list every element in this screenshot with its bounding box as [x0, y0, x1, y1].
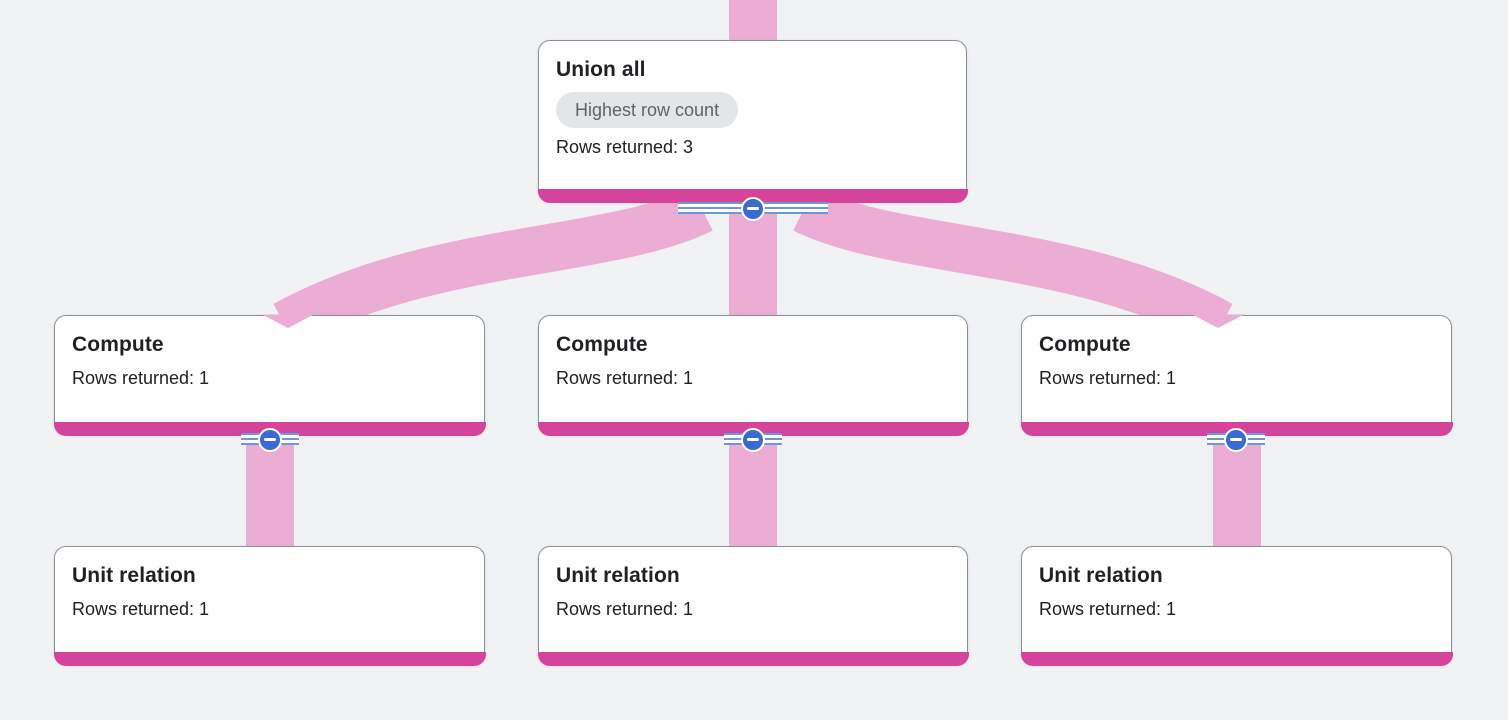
rows-returned-label: Rows returned: 1	[556, 368, 694, 388]
edge-compute2-to-unit2	[729, 438, 777, 550]
node-compute-3[interactable]: Compute Rows returned: 1	[1020, 315, 1453, 436]
edge-top-into-union	[729, 0, 777, 44]
highest-row-count-badge: Highest row count	[556, 92, 739, 128]
rows-returned-label: Rows returned: 1	[556, 599, 694, 619]
node-content: Compute Rows returned: 1	[55, 316, 484, 391]
node-unit-relation-1[interactable]: Unit relation Rows returned: 1	[53, 546, 486, 666]
minus-icon	[746, 207, 759, 210]
node-content: Unit relation Rows returned: 1	[1022, 547, 1451, 622]
node-title: Unit relation	[1039, 564, 1163, 587]
node-compute-1[interactable]: Compute Rows returned: 1	[53, 315, 486, 436]
collapse-button-compute-1[interactable]	[257, 427, 282, 452]
node-title: Compute	[1039, 333, 1131, 356]
edge-union-to-compute1	[273, 187, 713, 347]
edge-union-to-compute2	[729, 204, 777, 320]
minus-icon	[746, 438, 759, 441]
collapse-button-compute-3[interactable]	[1223, 427, 1248, 452]
node-content: Unit relation Rows returned: 1	[55, 547, 484, 622]
node-title: Unit relation	[72, 564, 196, 587]
node-content: Compute Rows returned: 1	[1022, 316, 1451, 391]
accent-bar	[1020, 651, 1453, 666]
rows-returned-label: Rows returned: 1	[72, 599, 210, 619]
minus-icon	[263, 438, 276, 441]
node-content: Union all Highest row count Rows returne…	[539, 41, 966, 160]
edge-union-to-compute3	[793, 187, 1233, 347]
edge-compute1-to-unit1	[246, 438, 294, 550]
node-content: Compute Rows returned: 1	[539, 316, 967, 391]
accent-bar	[537, 651, 969, 666]
minus-icon	[1229, 438, 1242, 441]
node-unit-relation-3[interactable]: Unit relation Rows returned: 1	[1020, 546, 1453, 666]
node-title: Unit relation	[556, 564, 680, 587]
rows-returned-label: Rows returned: 1	[72, 368, 210, 388]
node-content: Unit relation Rows returned: 1	[539, 547, 967, 622]
node-unit-relation-2[interactable]: Unit relation Rows returned: 1	[537, 546, 969, 666]
collapse-button-union[interactable]	[740, 196, 765, 221]
node-title: Compute	[556, 333, 648, 356]
node-title: Compute	[72, 333, 164, 356]
rows-returned-label: Rows returned: 1	[1039, 599, 1177, 619]
edge-compute3-to-unit3	[1213, 438, 1261, 550]
node-compute-2[interactable]: Compute Rows returned: 1	[537, 315, 969, 436]
collapse-button-compute-2[interactable]	[740, 427, 765, 452]
accent-bar	[53, 651, 486, 666]
rows-returned-label: Rows returned: 3	[556, 137, 694, 157]
node-union-all[interactable]: Union all Highest row count Rows returne…	[537, 40, 968, 203]
node-title: Union all	[556, 58, 646, 81]
rows-returned-label: Rows returned: 1	[1039, 368, 1177, 388]
